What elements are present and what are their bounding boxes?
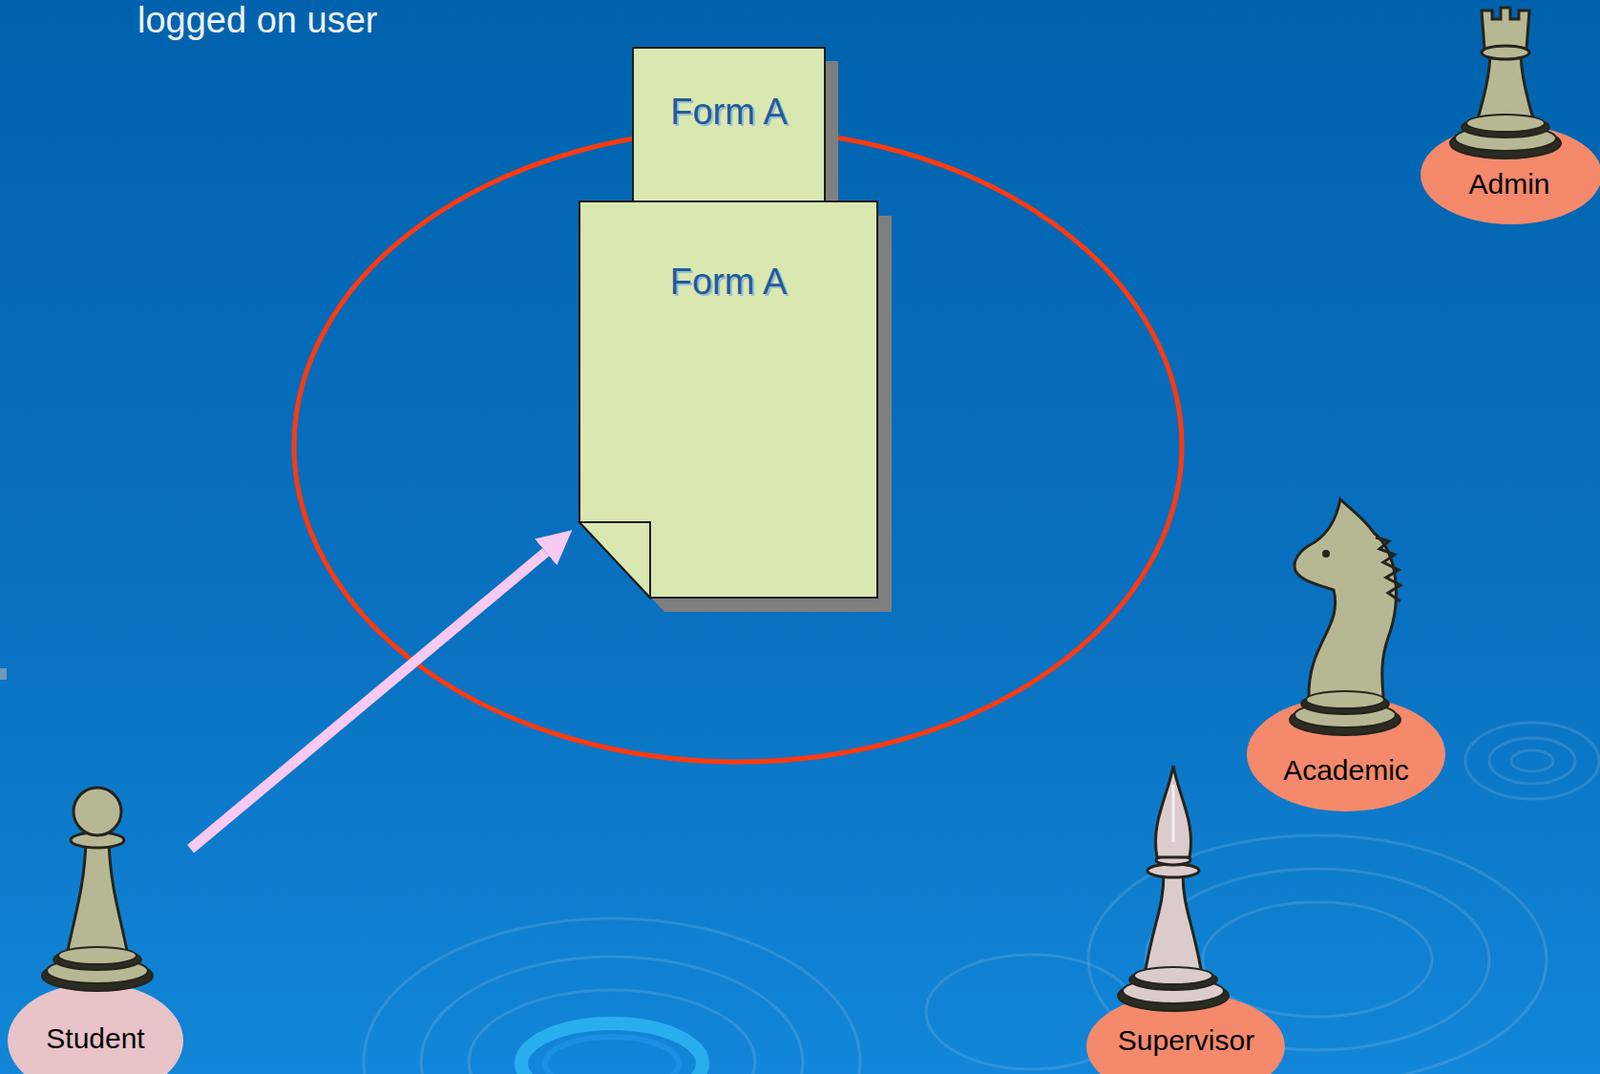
role-label: Student — [7, 1022, 184, 1056]
flow-arrow — [190, 551, 547, 849]
role-admin: Admin — [1418, 0, 1600, 226]
folded-corner — [579, 522, 651, 598]
piece-body — [1476, 50, 1535, 123]
piece-body — [66, 842, 128, 955]
node-outline — [579, 201, 878, 598]
form-title: Form A — [632, 91, 825, 134]
slide-heading-fragment: logged on user — [137, 0, 378, 43]
piece-highlight — [1172, 784, 1176, 843]
role-label: Admin — [1418, 168, 1600, 202]
role-label: Supervisor — [1086, 1024, 1286, 1058]
ripple-highlight — [545, 1036, 679, 1074]
piece-mane — [1375, 537, 1401, 602]
piece-crown — [1481, 7, 1530, 49]
scope-ellipse — [294, 129, 1182, 762]
piece-body — [1294, 499, 1396, 699]
chess-piece — [1450, 7, 1561, 159]
ripple-highlight — [521, 1023, 703, 1074]
role-label: Academic — [1244, 754, 1448, 788]
piece-base — [1305, 691, 1385, 709]
form-outline — [632, 47, 825, 202]
piece-base — [58, 947, 137, 965]
piece-head — [73, 787, 122, 836]
form-tab: Form A — [632, 47, 825, 202]
chess-piece — [1117, 765, 1229, 1011]
form-title: Form A — [579, 261, 878, 304]
chess-piece — [1289, 499, 1401, 736]
role-academic: Academic — [1244, 494, 1448, 814]
role-student: Student — [7, 782, 184, 1074]
form-outline — [579, 201, 878, 598]
slide-mark — [0, 668, 7, 680]
piece-base — [1466, 114, 1545, 132]
piece-collar — [1481, 45, 1530, 60]
form-page: Form A — [579, 201, 878, 598]
role-pad — [7, 983, 184, 1074]
piece-head — [1155, 765, 1191, 858]
piece-body — [1144, 872, 1202, 975]
piece-eye — [1322, 549, 1330, 558]
chess-piece — [42, 787, 153, 991]
role-supervisor: Supervisor — [1086, 763, 1286, 1074]
piece-base — [1134, 967, 1213, 985]
